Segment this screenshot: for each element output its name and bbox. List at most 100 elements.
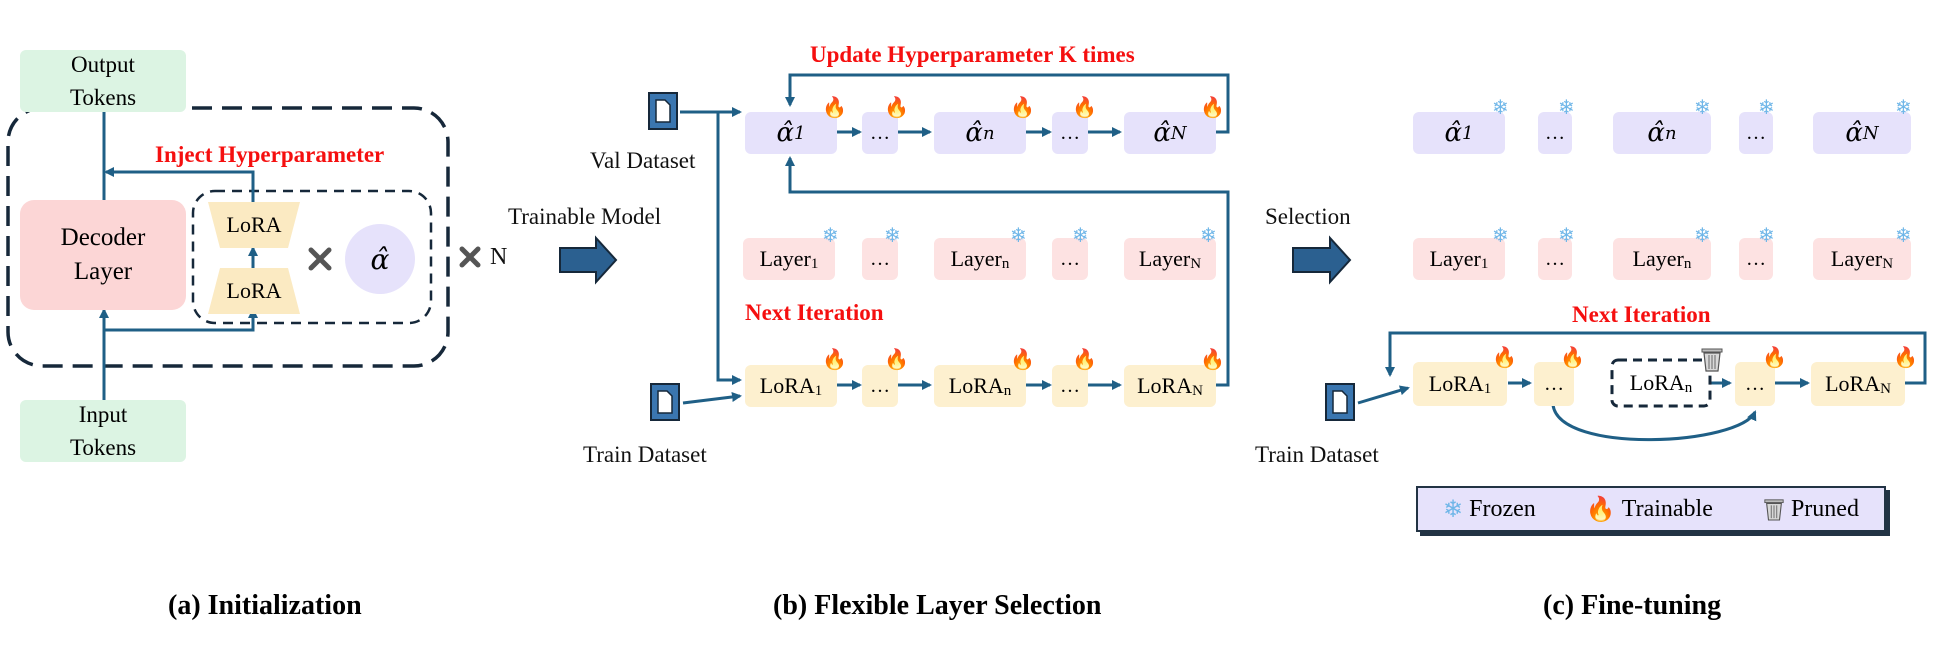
snowflake-icon: ❄: [1492, 225, 1509, 247]
ft-alpha-box-1: α̂1: [1413, 112, 1505, 154]
fire-icon: 🔥: [822, 349, 847, 371]
val-dataset-document-icon: [648, 92, 678, 130]
ft-alpha-box-N-symbol: α̂: [1845, 118, 1863, 148]
block-arrows: [559, 235, 1352, 285]
ft-alpha-box-n-sub: n: [1664, 122, 1677, 144]
lora-box-N-text: LoRA: [1137, 373, 1193, 398]
ft-layer-box-n-text: Layer: [1632, 246, 1684, 271]
legend-pruned: Pruned: [1763, 496, 1859, 523]
fire-icon: 🔥: [1010, 349, 1035, 371]
lora-bottom-shape: [208, 268, 300, 314]
train-dataset-document-icon: [650, 383, 680, 421]
ft-lora-box-N-sub: N: [1880, 380, 1891, 397]
alpha-circle: α̂: [345, 224, 415, 294]
ft-layer-box-N-sub: N: [1882, 255, 1894, 272]
layer-box-N-text: Layer: [1138, 246, 1191, 271]
alpha-box-n-symbol: α̂: [965, 118, 983, 148]
legend: ❄ Frozen 🔥 Trainable Pruned: [1416, 486, 1886, 532]
caption-fine-tuning: (c) Fine-tuning: [1543, 590, 1722, 621]
ft-layer-box-n-sub: n: [1683, 255, 1692, 272]
input-tokens-label: Input Tokens: [69, 402, 137, 460]
fire-icon: 🔥: [884, 97, 909, 119]
flexible-selection-arrows: [680, 73, 1230, 405]
alpha-box-1-sub: 1: [794, 122, 806, 144]
trainable-model-label: Trainable Model: [508, 204, 662, 229]
caption-initialization: (a) Initialization: [168, 590, 362, 621]
alpha-box-N-symbol: α̂: [1153, 118, 1171, 148]
decoder-layer-box: Decoder Layer: [20, 200, 186, 310]
ft-alpha-box-1-symbol: α̂: [1444, 118, 1463, 148]
snowflake-icon: ❄: [1558, 225, 1575, 247]
legend-trainable: 🔥 Trainable: [1586, 495, 1713, 524]
ft-lora-ellipsis-1: …: [1534, 362, 1574, 406]
fire-icon: 🔥: [884, 349, 909, 371]
ft-alpha-box-N-sub: N: [1862, 122, 1879, 144]
selection-label: Selection: [1265, 204, 1351, 229]
ft-layer-box-1-sub: 1: [1480, 255, 1489, 272]
ft-lora-box-n-sub: n: [1684, 379, 1693, 396]
pruned-lora-outline: [1610, 358, 1712, 408]
snowflake-icon: ❄: [1558, 97, 1575, 119]
finetuning-arrows: [1357, 331, 1927, 442]
fire-icon: 🔥: [1200, 97, 1225, 119]
layer-box-n-text: Layer: [950, 246, 1002, 271]
legend-frozen-label: Frozen: [1469, 495, 1536, 522]
ft-alpha-ellipsis-1: …: [1538, 112, 1572, 154]
fire-icon: 🔥: [1560, 347, 1585, 369]
legend-trainable-label: Trainable: [1621, 495, 1713, 522]
snowflake-icon: ❄: [1072, 225, 1089, 247]
ft-alpha-box-n: α̂n: [1613, 112, 1711, 154]
fire-icon: 🔥: [1492, 347, 1517, 369]
input-tokens-box: Input Tokens: [20, 400, 186, 462]
update-hyperparameter-label: Update Hyperparameter K times: [810, 42, 1135, 67]
ft-train-dataset-document-icon: [1325, 383, 1355, 421]
ft-layer-box-1-text: Layer: [1429, 246, 1481, 271]
layer-box-1-sub: 1: [810, 255, 819, 272]
ft-alpha-box-N: α̂N: [1813, 112, 1911, 154]
alpha-ellipsis-1: …: [862, 112, 898, 154]
snowflake-icon: ❄: [1443, 496, 1464, 523]
ft-lora-box-N-text: LoRA: [1825, 371, 1881, 396]
decoder-layer-label: Decoder Layer: [60, 224, 146, 285]
fire-icon: 🔥: [1010, 97, 1035, 119]
alpha-box-N: α̂N: [1124, 112, 1216, 154]
ft-layer-box-N-text: Layer: [1830, 246, 1883, 271]
lora-block-outline: [191, 189, 433, 325]
output-tokens-label: Output Tokens: [69, 52, 137, 110]
fire-icon: 🔥: [822, 97, 847, 119]
caption-flexible-layer-selection: (b) Flexible Layer Selection: [773, 590, 1102, 621]
alpha-box-1-symbol: α̂: [776, 118, 795, 148]
lora-box-1-sub: 1: [814, 382, 823, 399]
lora-top-shape: [208, 202, 300, 248]
alpha-symbol: α̂: [370, 242, 390, 276]
legend-frozen: ❄ Frozen: [1443, 495, 1536, 524]
layer-ellipsis-1: …: [862, 238, 898, 280]
snowflake-icon: ❄: [1694, 225, 1711, 247]
train-dataset-label: Train Dataset: [583, 442, 707, 467]
alpha-box-n: α̂n: [934, 112, 1026, 154]
lora-box-n-sub: n: [1003, 382, 1012, 399]
fire-icon: 🔥: [1200, 349, 1225, 371]
layer-box-N-sub: N: [1190, 255, 1202, 272]
ft-layer-ellipsis-2: …: [1739, 238, 1773, 280]
next-iteration-label-c: Next Iteration: [1572, 302, 1711, 327]
decoder-module-outline: [6, 106, 450, 368]
next-iteration-label-b: Next Iteration: [745, 300, 884, 325]
alpha-box-1: α̂1: [745, 112, 837, 154]
ft-alpha-box-n-symbol: α̂: [1647, 118, 1665, 148]
fire-icon: 🔥: [1072, 97, 1097, 119]
snowflake-icon: ❄: [1010, 225, 1027, 247]
snowflake-icon: ❄: [1200, 225, 1217, 247]
snowflake-icon: ❄: [1895, 97, 1912, 119]
